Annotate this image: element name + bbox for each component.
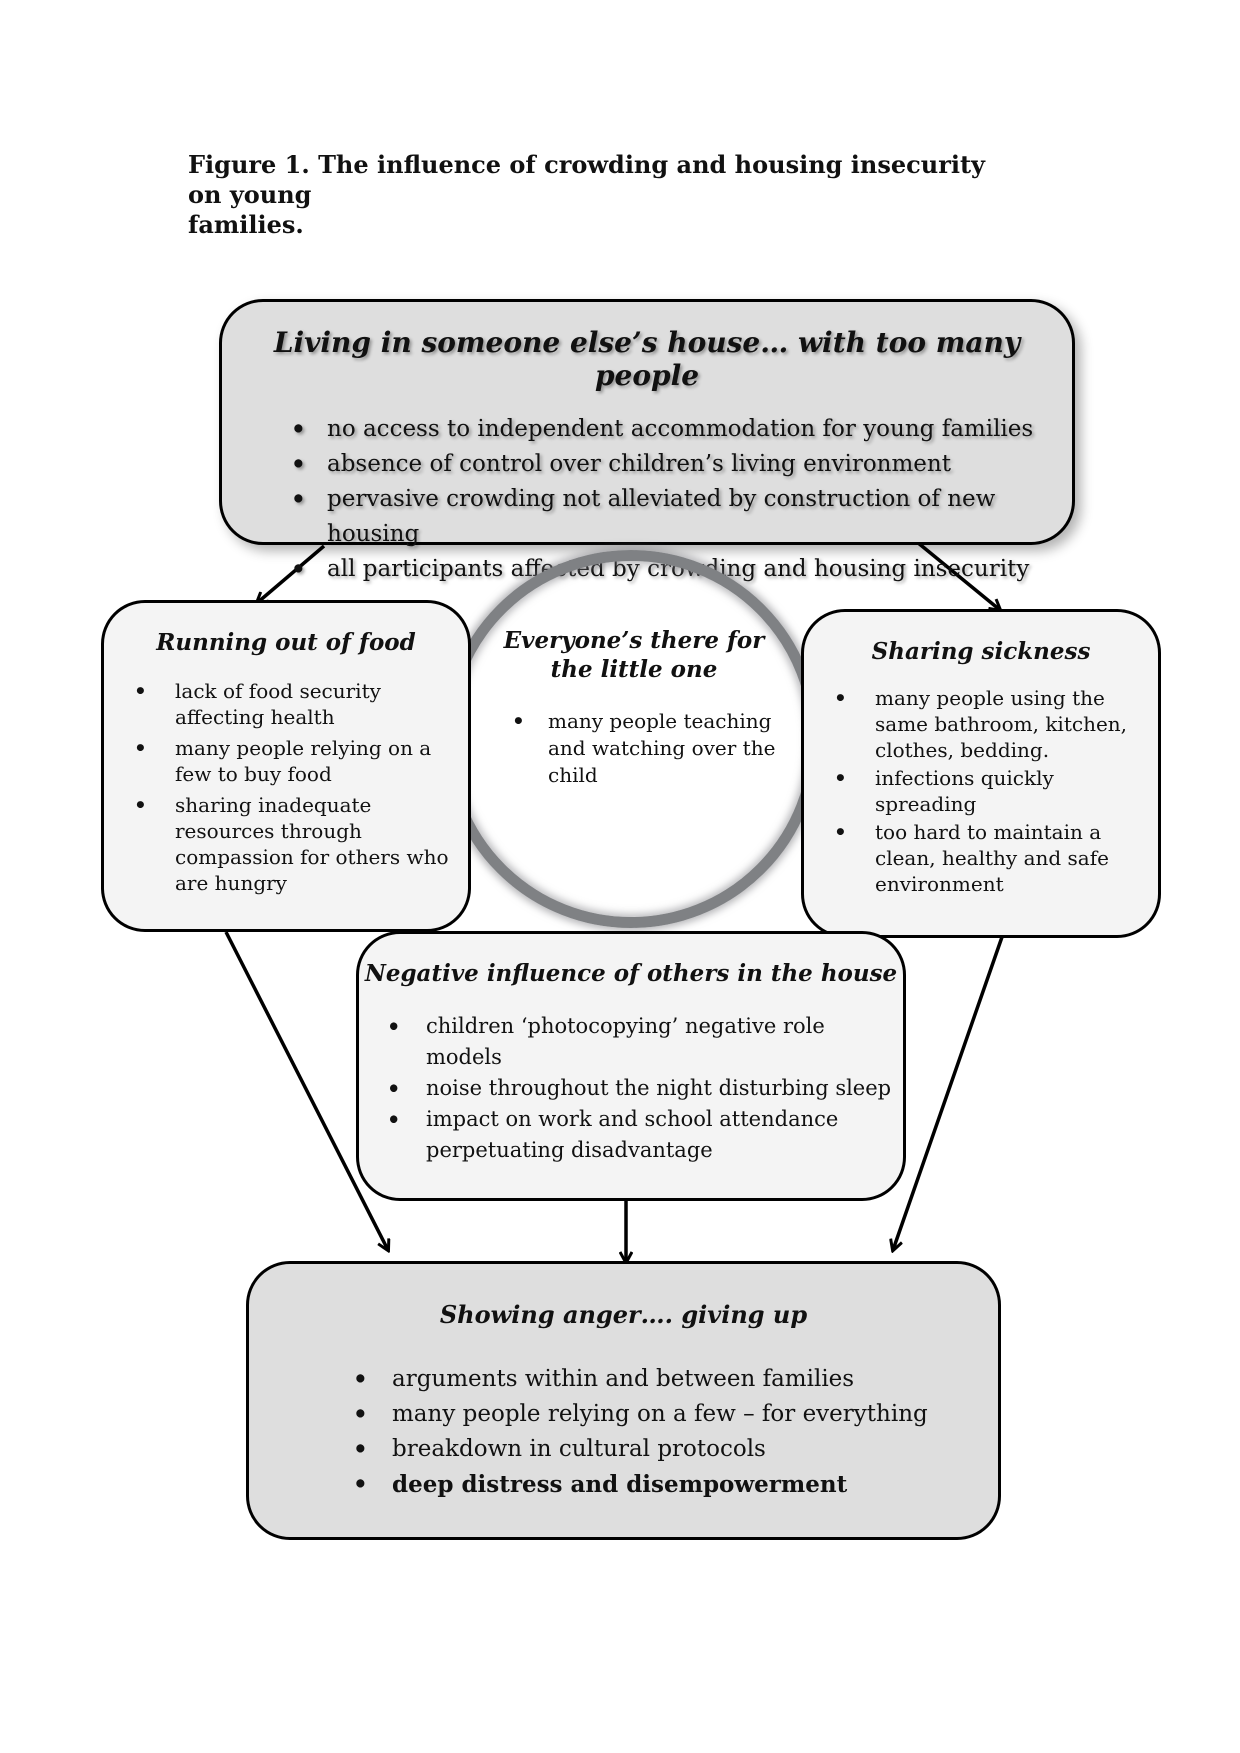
middle-box-list: children ‘photocopying’ negative role mo… — [387, 1011, 903, 1166]
middle-box-title: Negative influence of others in the hous… — [364, 960, 898, 987]
list-item: infections quickly spreading — [834, 765, 1158, 817]
center-circle-title: Everyone’s there for the little one — [503, 627, 765, 683]
list-item: arguments within and between families — [353, 1362, 998, 1397]
list-item: noise throughout the night disturbing sl… — [387, 1073, 903, 1104]
list-item: pervasive crowding not alleviated by con… — [291, 482, 1072, 552]
list-item: absence of control over children’s livin… — [291, 447, 1072, 482]
list-item: too hard to maintain a clean, healthy an… — [834, 819, 1158, 897]
list-item: no access to independent accommodation f… — [291, 412, 1072, 447]
right-box-sharing-sickness: Sharing sickness many people using the s… — [801, 609, 1161, 938]
right-box-title: Sharing sickness — [871, 638, 1091, 665]
list-item: breakdown in cultural protocols — [353, 1432, 998, 1467]
bottom-box-title: Showing anger…. giving up — [439, 1300, 808, 1329]
figure-caption-line-1: Figure 1. The influence of crowding and … — [188, 150, 985, 209]
left-box-list: lack of food security affecting health m… — [134, 678, 468, 896]
list-item: many people relying on a few – for every… — [353, 1397, 998, 1432]
figure-caption-line-2: families. — [188, 210, 304, 239]
list-item: children ‘photocopying’ negative role mo… — [387, 1011, 903, 1073]
center-circle-list: many people teaching and watching over t… — [512, 708, 784, 789]
left-box-title: Running out of food — [156, 629, 416, 656]
list-item: impact on work and school attendance per… — [387, 1104, 903, 1166]
top-box-living-conditions: Living in someone else’s house… with too… — [219, 299, 1075, 587]
middle-box-negative-influence: Negative influence of others in the hous… — [356, 931, 906, 1201]
bottom-box-showing-anger: Showing anger…. giving up arguments with… — [246, 1261, 1001, 1540]
list-item: deep distress and disempowerment — [353, 1467, 998, 1502]
arrow-right-to-bottom — [893, 936, 1004, 1250]
bottom-box-list: arguments within and between families ma… — [353, 1362, 998, 1502]
list-item: sharing inadequate resources through com… — [134, 792, 468, 896]
list-item: many people relying on a few to buy food — [134, 735, 468, 787]
top-box-title: Living in someone else’s house… with too… — [273, 326, 1021, 392]
list-item: many people using the same bathroom, kit… — [834, 685, 1158, 763]
list-item: many people teaching and watching over t… — [512, 708, 784, 789]
list-item: lack of food security affecting health — [134, 678, 468, 730]
figure-caption: Figure 1. The influence of crowding and … — [188, 150, 1008, 240]
top-box-list: no access to independent accommodation f… — [291, 412, 1072, 587]
right-box-list: many people using the same bathroom, kit… — [834, 685, 1158, 897]
center-circle-content: Everyone’s there for the little one many… — [484, 626, 784, 789]
arrow-left-to-bottom — [224, 931, 388, 1250]
left-box-running-out-of-food: Running out of food lack of food securit… — [101, 600, 471, 932]
